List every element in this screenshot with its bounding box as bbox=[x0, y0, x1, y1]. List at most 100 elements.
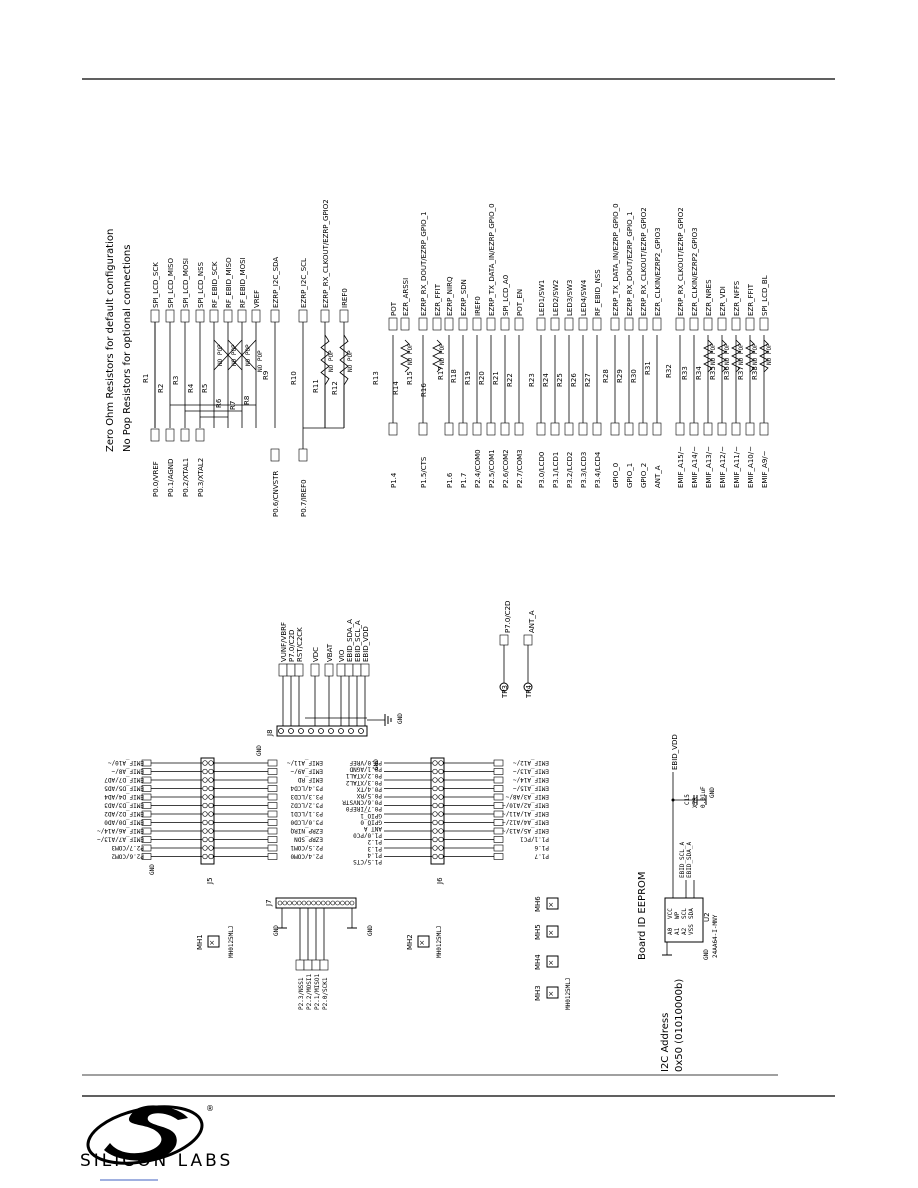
block2-left-net: P3.4/LCD4 bbox=[594, 451, 602, 488]
block2-nopop: NO POP bbox=[439, 343, 446, 365]
block2-right-pin bbox=[432, 317, 442, 331]
logo-s-mark bbox=[104, 1105, 188, 1161]
block1-right-net: SPI_LCD_MOSI bbox=[182, 258, 190, 308]
block1-left-net: P0.1/AGND bbox=[167, 459, 175, 497]
j7-pin bbox=[319, 959, 329, 971]
block2-left-pin bbox=[592, 422, 602, 436]
block1-nopop: NO POP bbox=[245, 344, 252, 366]
j6-right-pin bbox=[493, 810, 504, 818]
block1-nopop: NO POP bbox=[231, 344, 238, 366]
block1-ref: R1 bbox=[142, 374, 150, 383]
j6-right-net: EMIF_A13/~ bbox=[512, 768, 549, 775]
j7-net: P2.1/MISO1 bbox=[314, 973, 321, 1010]
j5-left-net: EMIF_A7/A13/~ bbox=[97, 836, 144, 843]
j5-right-pin bbox=[267, 793, 278, 801]
j7-ref: J7 bbox=[265, 899, 273, 907]
j7-pin bbox=[311, 959, 321, 971]
block2-right-net: EZRP_RX_DOUT/EZRP_GPIO_1 bbox=[420, 211, 428, 316]
j6-right-pin bbox=[493, 853, 504, 860]
block2-right-net: EZRP_TX_DATA_IN/EZRP_GPIO_0 bbox=[612, 203, 620, 316]
block2-right-net: EZRP_RX_CLKOUT/EZRP_GPIO2 bbox=[677, 207, 685, 316]
j5-right-pin bbox=[267, 853, 278, 860]
u2-ref: U2 bbox=[703, 912, 711, 922]
j5-left-pin bbox=[141, 844, 152, 852]
j6-right-net: EMIF_A3/A8/~ bbox=[505, 793, 549, 800]
j6-right-net: EMIF_A1/A11/~ bbox=[502, 810, 549, 817]
j5-left-net: EMIF_D4/AD4 bbox=[104, 793, 144, 800]
svg-text:×: × bbox=[209, 939, 215, 947]
j8-net-pin bbox=[336, 663, 346, 677]
j5-right-pin bbox=[267, 802, 278, 809]
svg-text:MH4: MH4 bbox=[534, 954, 542, 970]
block2-left-net: EMIF_A11/~ bbox=[733, 446, 741, 488]
mh3: × MH3 bbox=[534, 985, 559, 1001]
block1-left-pin bbox=[150, 428, 160, 442]
block2-ref: R23 bbox=[528, 373, 536, 387]
u2-pin-label: WP bbox=[674, 911, 681, 919]
block1-right-net: SPI_LCD_SCK bbox=[152, 262, 160, 308]
block2-ref: R14 bbox=[392, 381, 400, 395]
j5-right-net: EMIF_RD bbox=[297, 776, 323, 783]
block2-right-pin bbox=[536, 317, 546, 331]
block2-ref: R24 bbox=[542, 373, 550, 387]
block2-right-pin bbox=[759, 317, 769, 331]
block2-left-pin bbox=[472, 422, 482, 436]
block2-ref: R20 bbox=[478, 371, 486, 385]
j5-right-pin bbox=[267, 776, 278, 784]
j6-left-net: P0.6/CNVSTR bbox=[342, 799, 382, 806]
block1-right-net: EZRP_I2C_SDA bbox=[272, 257, 280, 308]
block2-right-pin bbox=[689, 317, 699, 331]
j7-net: P2.3/NSS1 bbox=[298, 977, 305, 1010]
j5-right-net: EZRP_NIRQ bbox=[290, 827, 323, 834]
block1-right-net: IREF0 bbox=[341, 288, 349, 308]
block2-ref: R34 bbox=[695, 366, 703, 380]
j5-left-net: EMIF_A6/A14/~ bbox=[97, 827, 144, 834]
block1-ref: R9 bbox=[262, 371, 270, 380]
block2-right-net: EZR_CLKIN/EZRP2_GPIO3 bbox=[654, 227, 662, 316]
note-no-pop: No Pop Resistors for optional connection… bbox=[122, 245, 133, 452]
j8-gnd-label: GND bbox=[397, 713, 404, 724]
block2-ref: R35 bbox=[709, 366, 717, 380]
block2-right-net: EZR_FFIT bbox=[434, 283, 442, 316]
j5-left-pin bbox=[141, 793, 152, 801]
block1-nopop: NO POP bbox=[217, 344, 224, 366]
block1-ref: R12 bbox=[331, 381, 339, 395]
block2-ref: R37 bbox=[737, 366, 745, 380]
block2-ref: R25 bbox=[556, 373, 564, 387]
j6-right-net: EMIF_A14/~ bbox=[512, 776, 549, 783]
block2-nopop: NO POP bbox=[407, 343, 414, 365]
j5-right-pin bbox=[267, 844, 278, 852]
block2-left-net: EMIF_A12/~ bbox=[719, 446, 727, 488]
block2-left-pin bbox=[388, 422, 398, 436]
block2-right-pin bbox=[400, 317, 410, 331]
block2-left-pin bbox=[514, 422, 524, 436]
svg-text:MH1: MH1 bbox=[196, 934, 204, 950]
block1-right-net: VREF bbox=[253, 290, 261, 308]
block2-left-pin bbox=[759, 422, 769, 436]
block2-left-net: P1.5/CTS bbox=[420, 456, 428, 488]
block2-left-net: P3.1/LCD1 bbox=[552, 452, 560, 488]
mh5: × MH5 bbox=[534, 924, 559, 940]
j5-right-net: P3.1/LCD1 bbox=[290, 810, 323, 817]
mh-part-label: MH0125MLJ bbox=[565, 977, 572, 1010]
j6-right-pin bbox=[493, 844, 504, 852]
block1-right-pin bbox=[195, 309, 205, 323]
block1-left-pin bbox=[180, 428, 190, 442]
block1-right-net: SPI_LCD_NSS bbox=[197, 261, 205, 308]
block2-left-net: P2.7/COM3 bbox=[516, 449, 524, 488]
block1-right-pin bbox=[298, 309, 308, 323]
block1-nopop: NO POP bbox=[347, 350, 354, 372]
mh1: × MH1 MH0125MLJ bbox=[196, 925, 235, 958]
block2-left-pin bbox=[703, 422, 713, 436]
block1-right-net: RF_EBID_MOSI bbox=[239, 257, 247, 308]
eeprom-scl-net: EBID_SCL_A bbox=[679, 841, 686, 878]
j5-left-pin bbox=[141, 759, 152, 767]
block2-ref: R33 bbox=[681, 366, 689, 380]
block2-left-pin bbox=[500, 422, 510, 436]
block1-right-pin bbox=[320, 309, 330, 323]
block2-right-net: EZRP_RX_DOUT/EZRP_GPIO_1 bbox=[626, 211, 634, 316]
block2-right-net: LED3/SW3 bbox=[566, 280, 574, 316]
block2-ref: R38 bbox=[751, 366, 759, 380]
